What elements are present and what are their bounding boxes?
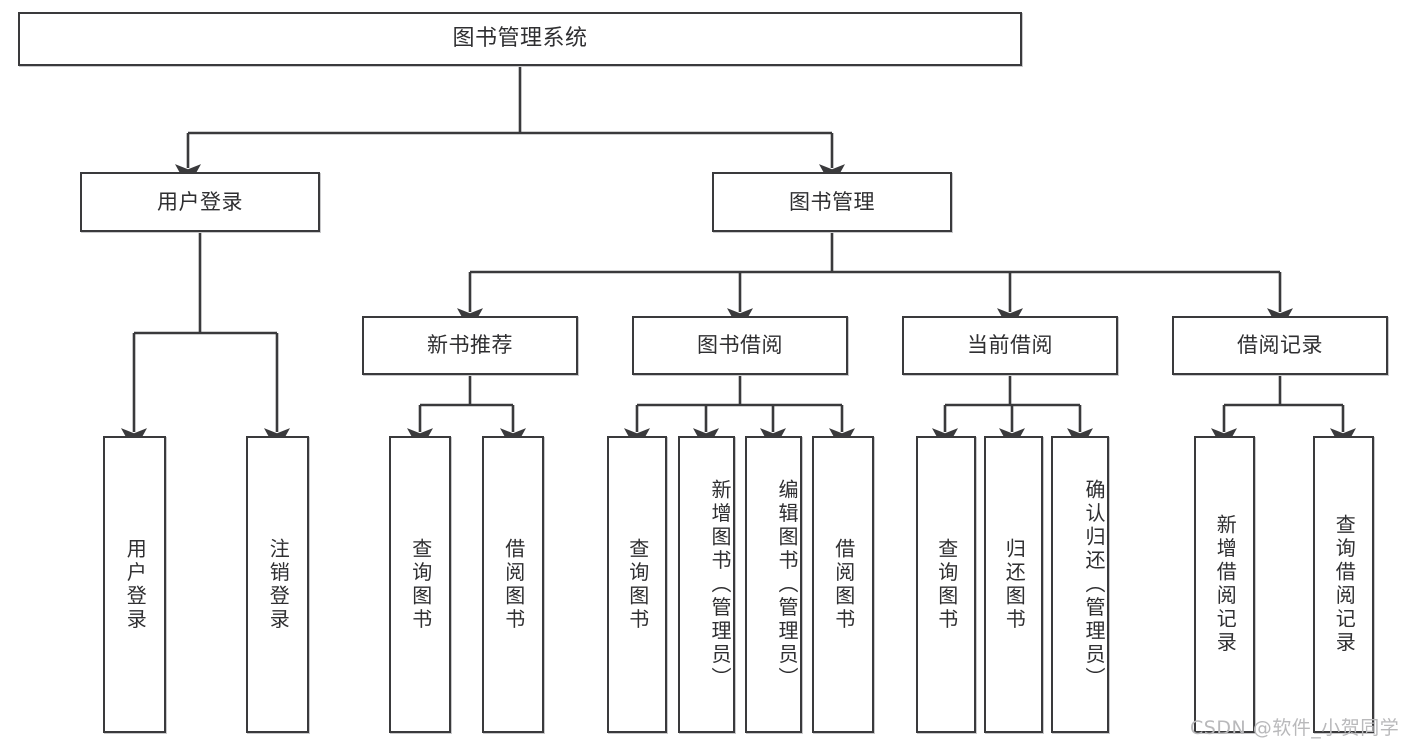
node-label: 新增借阅记录 <box>1213 514 1238 655</box>
node-new-book-recommendation[interactable]: 新书推荐 <box>362 316 578 375</box>
node-label: 借阅图书 <box>501 537 526 632</box>
node-book-management[interactable]: 图书管理 <box>712 172 952 232</box>
leaf-query-books-current[interactable]: 查询图书 <box>916 436 976 733</box>
node-label: 确认归还（管理员） <box>1082 478 1106 691</box>
node-label: 图书管理系统 <box>452 26 588 52</box>
node-label: 注销登录 <box>266 537 291 632</box>
leaf-return-books[interactable]: 归还图书 <box>984 436 1043 733</box>
node-current-borrowing[interactable]: 当前借阅 <box>902 316 1118 375</box>
leaf-logout[interactable]: 注销登录 <box>246 436 309 733</box>
node-label: 查询借阅记录 <box>1332 514 1357 655</box>
node-label: 借阅记录 <box>1237 333 1323 358</box>
node-label: 用户登录 <box>157 189 243 214</box>
leaf-edit-book-admin[interactable]: 编辑图书（管理员） <box>745 436 802 733</box>
leaf-add-borrow-record[interactable]: 新增借阅记录 <box>1194 436 1255 733</box>
node-label: 新增图书（管理员） <box>708 478 732 691</box>
node-book-borrowing[interactable]: 图书借阅 <box>632 316 848 375</box>
leaf-borrow-books-new-book[interactable]: 借阅图书 <box>482 436 544 733</box>
node-label: 图书借阅 <box>697 333 783 358</box>
node-label: 用户登录 <box>123 537 148 632</box>
watermark-text: CSDN @软件_小贺同学 <box>1190 717 1400 739</box>
node-label: 查询图书 <box>934 537 959 632</box>
node-label: 图书管理 <box>789 189 875 214</box>
leaf-add-book-admin[interactable]: 新增图书（管理员） <box>678 436 735 733</box>
leaf-query-books-borrow[interactable]: 查询图书 <box>607 436 667 733</box>
node-label: 当前借阅 <box>967 333 1053 358</box>
node-label: 归还图书 <box>1002 537 1027 632</box>
node-user-login[interactable]: 用户登录 <box>80 172 320 232</box>
leaf-user-login[interactable]: 用户登录 <box>103 436 166 733</box>
node-label: 查询图书 <box>408 537 433 632</box>
node-label: 查询图书 <box>625 537 650 632</box>
leaf-query-borrow-record[interactable]: 查询借阅记录 <box>1313 436 1374 733</box>
node-label: 借阅图书 <box>831 537 856 632</box>
node-borrowing-records[interactable]: 借阅记录 <box>1172 316 1388 375</box>
node-label: 新书推荐 <box>427 333 513 358</box>
node-label: 编辑图书（管理员） <box>775 478 799 691</box>
leaf-query-books-new-book[interactable]: 查询图书 <box>389 436 451 733</box>
leaf-borrow-books[interactable]: 借阅图书 <box>812 436 874 733</box>
node-root-book-management-system[interactable]: 图书管理系统 <box>18 12 1022 66</box>
leaf-confirm-return-admin[interactable]: 确认归还（管理员） <box>1051 436 1109 733</box>
